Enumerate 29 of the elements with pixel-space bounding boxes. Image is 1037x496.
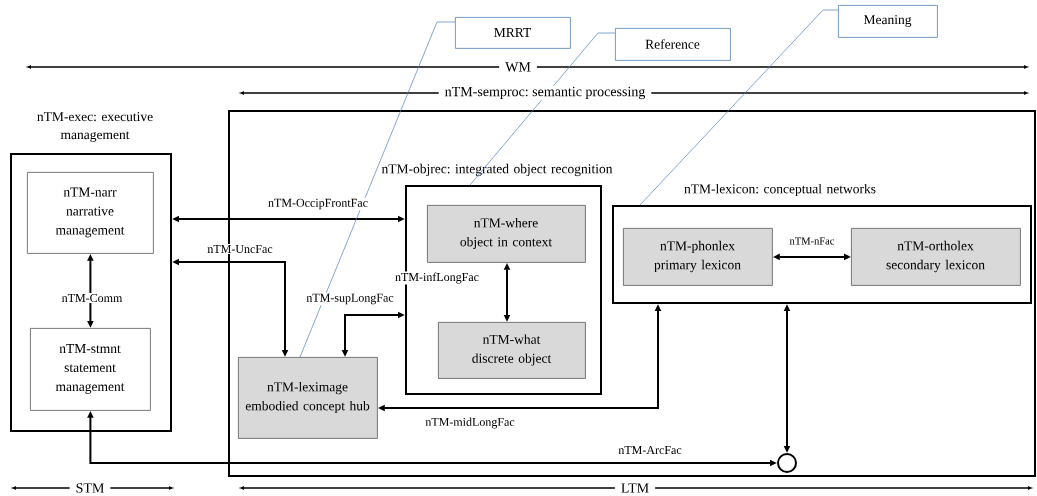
process-box: nTM-phonlex primary lexicon	[623, 228, 773, 286]
edge-label: nTM-UncFac	[206, 244, 274, 254]
node-label: nTM-lexicon: conceptual networks	[684, 183, 876, 197]
process-box: nTM-where object in context	[427, 205, 586, 263]
callout-box: Meaning	[838, 5, 938, 38]
leader-line	[639, 9, 839, 206]
process-box: nTM-leximage embodied concept hub	[238, 357, 378, 439]
callout-box: MRRT	[455, 17, 571, 49]
edge-label: nTM-nFac	[788, 236, 836, 246]
callout-box: Reference	[615, 28, 731, 61]
edge-label: nTM-midLongFac	[424, 416, 516, 430]
process-box: nTM-stmnt statement management	[30, 328, 151, 411]
span-label: WM	[499, 61, 537, 73]
leader-line	[299, 21, 456, 358]
leader-line	[469, 32, 616, 186]
process-box: nTM-narr narrative management	[27, 172, 154, 254]
process-box: nTM-what discrete object	[438, 322, 586, 379]
edge-label: nTM-ArcFac	[617, 445, 683, 456]
edge-label: nTM-infLongFac	[394, 271, 480, 285]
span-label: STM	[69, 482, 111, 494]
junction-circle	[777, 453, 797, 473]
span-label: LTM	[614, 482, 656, 494]
edge-label: nTM-supLongFac	[305, 292, 395, 306]
span-label: nTM-semproc: semantic processing	[438, 85, 652, 101]
node-label: nTM-exec: executive management	[37, 112, 153, 142]
process-box: nTM-ortholex secondary lexicon	[851, 228, 1021, 286]
node-label: nTM-objrec: integrated object recognition	[381, 163, 613, 177]
edge-label: nTM-OccipFrontFac	[267, 197, 369, 211]
edge-label: nTM-Comm	[60, 293, 124, 304]
